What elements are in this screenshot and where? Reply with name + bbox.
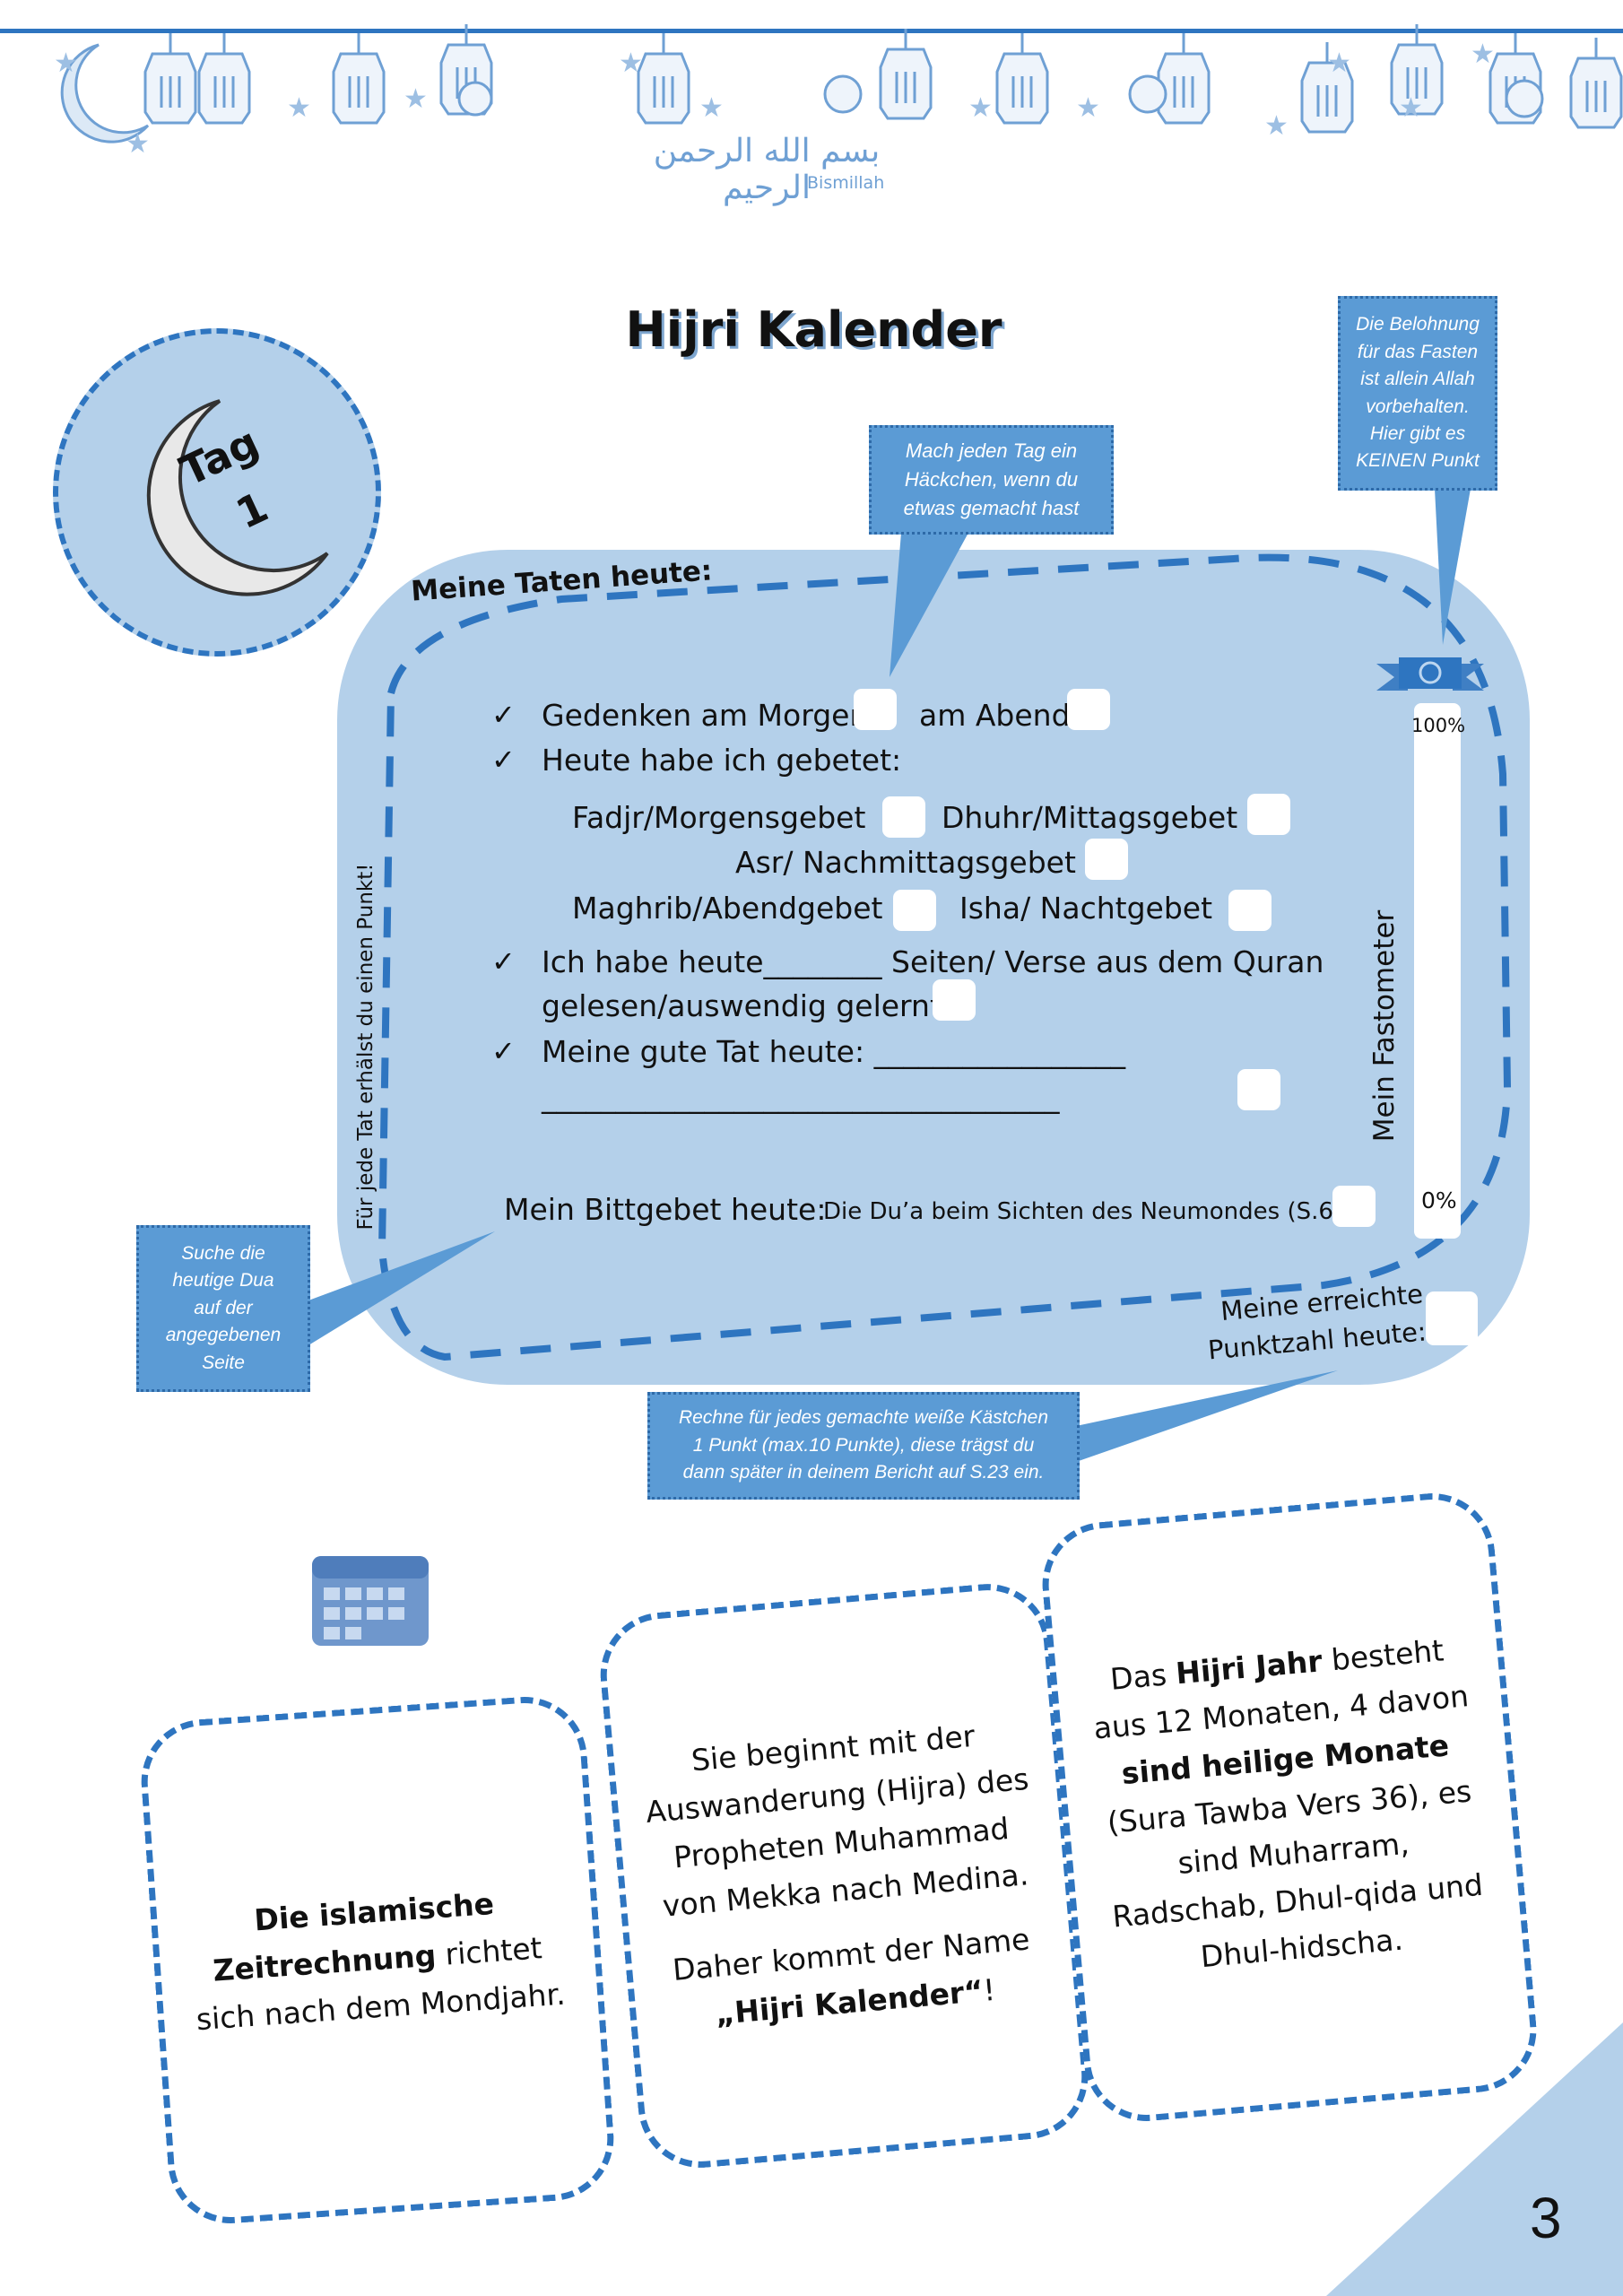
card-3-text: Das Hijri Jahr besteht aus 12 Monaten, 4… (1082, 1625, 1497, 1989)
card-2-text-1: Sie beginnt mit der Auswanderung (Hijra)… (644, 1718, 1030, 1924)
svg-text:★: ★ (619, 48, 643, 79)
bismillah-caption: Bismillah (807, 173, 885, 193)
svg-text:★: ★ (699, 92, 724, 124)
item-good-deed-2: ___________________________________ (542, 1079, 1060, 1114)
crescent-moon-icon (146, 399, 329, 596)
item-asr: Asr/ Nachmittagsgebet (735, 845, 1076, 880)
info-card-hijra: Sie beginnt mit der Auswanderung (Hijra)… (595, 1578, 1094, 2173)
bismillah-calligraphy: بسم الله الرحمن الرحيم (653, 133, 881, 206)
svg-text:★: ★ (1399, 92, 1423, 124)
page-corner-triangle (1326, 2022, 1623, 2296)
card-1-bold-2: Zeitrechnung (212, 1937, 438, 1988)
svg-text:★: ★ (1076, 92, 1100, 124)
item-quran-1: Ich habe heute________ Seiten/ Verse aus… (542, 944, 1324, 979)
card-3-bold-1: Hijri Jahr (1174, 1643, 1324, 1692)
svg-text:★: ★ (54, 48, 78, 79)
item-isha: Isha/ Nachtgebet (959, 891, 1213, 926)
dashed-border (378, 553, 1512, 1361)
item-evening: am Abend (919, 698, 1071, 733)
checkbox-asr[interactable] (1085, 839, 1128, 880)
check-mark: ✓ (491, 698, 516, 732)
check-mark: ✓ (491, 944, 516, 978)
callout-dua-hint: Suche die heutige Dua auf der angegebene… (136, 1225, 310, 1392)
card-2-bold: „Hijri Kalender“ (714, 1973, 985, 2032)
item-prayed: Heute habe ich gebetet: (542, 743, 902, 778)
fastometer-top-label: 100% (1411, 715, 1466, 736)
ramadan-lantern-banner: ★ ★ ★ ★ ★ ★ ★ ★ ★ ★ ★ ★ (0, 22, 1623, 160)
card-3-end: (Sura Tawba Vers 36), es sind Muharram, … (1106, 1772, 1485, 1975)
svg-text:★: ★ (404, 83, 428, 115)
score-input[interactable] (1426, 1292, 1478, 1345)
checkbox-maghrib[interactable] (893, 890, 936, 931)
page-number: 3 (1530, 2186, 1562, 2250)
svg-text:★: ★ (1471, 39, 1495, 70)
callout-fasting-hint: Die Belohnung für das Fasten ist allein … (1338, 296, 1497, 491)
item-morning: Gedenken am Morgen (542, 698, 869, 733)
checkbox-good-deed[interactable] (1237, 1069, 1280, 1110)
check-mark: ✓ (491, 1034, 516, 1068)
moon-calendar-icon (267, 1529, 429, 1673)
page-title: Hijri Kalender (625, 301, 1002, 358)
checkbox-fadjr[interactable] (882, 796, 925, 838)
card-3-start: Das (1108, 1656, 1178, 1697)
callout-score-hint: Rechne für jedes gemachte weiße Kästchen… (647, 1392, 1080, 1500)
svg-text:★: ★ (126, 128, 150, 160)
info-card-islamic-calendar: Die islamische Zeitrechnung richtet sich… (136, 1692, 619, 2228)
checkbox-dhuhr[interactable] (1247, 794, 1290, 835)
dua-label: Mein Bittgebet heute: (504, 1192, 827, 1227)
day-badge: Tag 1 (53, 328, 381, 657)
item-fadjr: Fadjr/Morgensgebet (572, 800, 866, 835)
callout-checkmark-hint: Mach jeden Tag ein Häckchen, wenn du etw… (869, 425, 1114, 535)
item-good-deed-1: Meine gute Tat heute: _________________ (542, 1034, 1126, 1069)
item-dhuhr: Dhuhr/Mittagsgebet (942, 800, 1238, 835)
item-quran-2: gelesen/auswendig gelernt (542, 988, 942, 1023)
ribbon-badge-icon (1376, 657, 1484, 691)
daily-deeds-panel (337, 550, 1530, 1385)
fastometer-bar (1414, 703, 1461, 1239)
check-mark: ✓ (491, 743, 516, 777)
checkbox-evening[interactable] (1067, 689, 1110, 730)
checkbox-isha[interactable] (1228, 890, 1271, 931)
card-1-bold-1: Die islamische (253, 1886, 496, 1938)
svg-text:★: ★ (1264, 110, 1289, 142)
checkbox-dua[interactable] (1332, 1186, 1376, 1227)
svg-text:★: ★ (1327, 48, 1351, 79)
svg-text:★: ★ (968, 92, 993, 124)
svg-text:★: ★ (287, 92, 311, 124)
card-2-text-2: Daher kommt der Name „Hijri Kalender“! (657, 1915, 1049, 2043)
fastometer-bottom-label: 0% (1421, 1187, 1457, 1213)
checkbox-morning[interactable] (854, 689, 897, 730)
item-maghrib: Maghrib/Abendgebet (572, 891, 883, 926)
card-1-text: Die islamische Zeitrechnung richtet sich… (183, 1876, 572, 2045)
card-2-end: ! (981, 1971, 997, 2008)
callout-tails (308, 489, 1471, 1462)
dua-value: Die Du’a beim Sichten des Neumondes (S.6… (823, 1198, 1343, 1225)
checkbox-quran[interactable] (933, 979, 976, 1021)
